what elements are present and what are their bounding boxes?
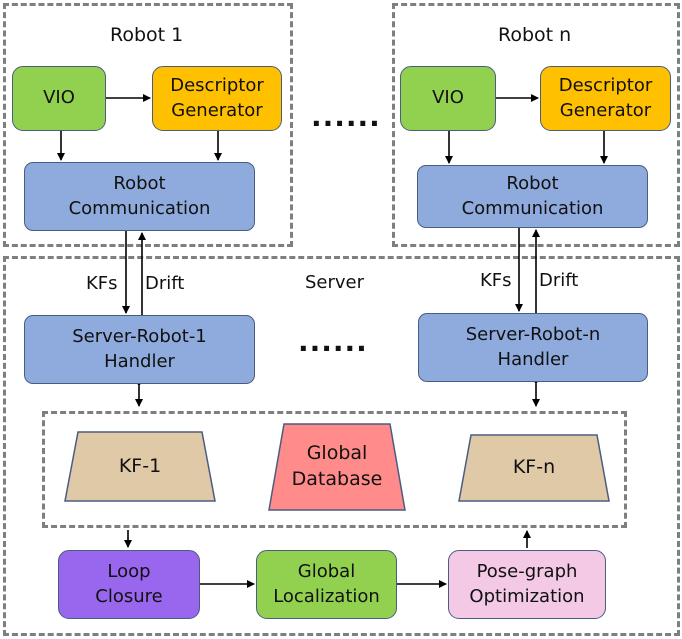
robot-n-communication-block: Robot Communication [417, 165, 648, 228]
kf-n-trapezoid-shape [458, 434, 610, 502]
robot-n-kfs-label: KFs [480, 270, 512, 291]
kf-1-label: KF-1 [118, 454, 162, 477]
robot-n-vio-block: VIO [400, 66, 496, 131]
server-robot-1-handler-block: Server-Robot-1 Handler [24, 315, 255, 384]
global-database-label: Global Database [291, 442, 383, 490]
kf-n-storage: KF-n [458, 434, 610, 502]
keyframe-database-frame [42, 411, 627, 528]
robot-1-kfs-label: KFs [86, 273, 118, 294]
global-database-trapezoid-shape [268, 423, 406, 511]
robot-1-drift-label: Drift [145, 273, 185, 294]
loop-closure-block: Loop Closure [58, 550, 200, 619]
robot-n-drift-label: Drift [539, 270, 579, 291]
robot-1-descriptor-generator-block: Descriptor Generator [152, 66, 282, 131]
server-frame [3, 256, 680, 636]
robot-1-frame [3, 3, 293, 247]
server-title: Server [305, 272, 365, 293]
global-localization-block: Global Localization [256, 550, 397, 619]
kf-1-storage: KF-1 [64, 431, 216, 502]
global-database-storage: Global Database [268, 423, 406, 511]
robot-1-title: Robot 1 [110, 24, 184, 46]
kf-1-trapezoid-shape [64, 431, 216, 502]
robot-1-vio-block: VIO [12, 66, 106, 131]
robot-ellipsis: ...... [311, 100, 381, 133]
robot-n-title: Robot n [498, 24, 572, 46]
server-robot-n-handler-block: Server-Robot-n Handler [418, 313, 648, 382]
handler-ellipsis: ...... [298, 325, 368, 358]
robot-1-communication-block: Robot Communication [24, 162, 255, 231]
robot-n-descriptor-generator-block: Descriptor Generator [540, 66, 671, 131]
kf-n-label: KF-n [512, 456, 556, 479]
pose-graph-optimization-block: Pose-graph Optimization [448, 550, 606, 619]
